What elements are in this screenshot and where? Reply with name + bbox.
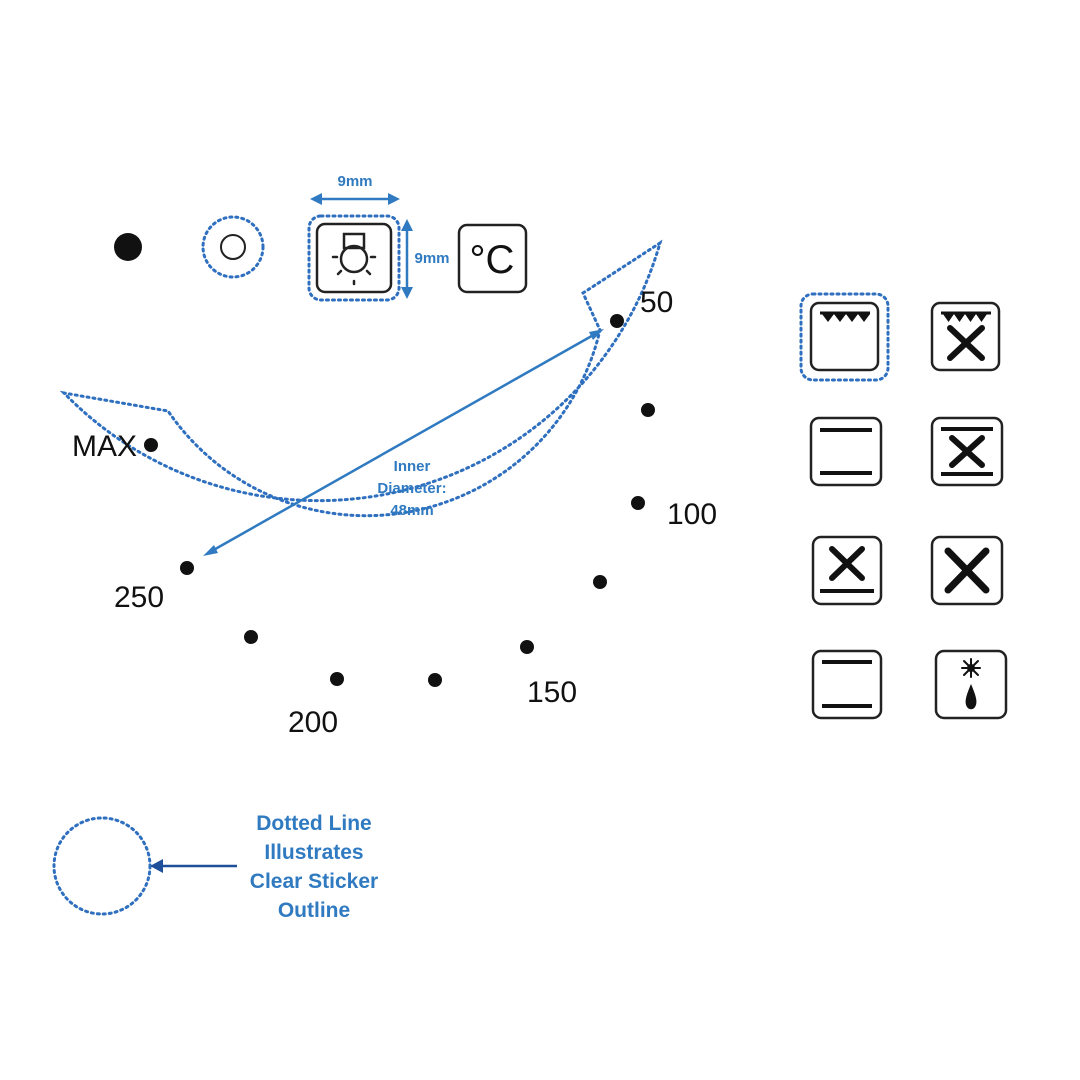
svg-text:48mm: 48mm bbox=[390, 502, 433, 519]
dial-label-max: MAX bbox=[72, 430, 137, 463]
dial-dot bbox=[631, 496, 645, 510]
svg-text:Inner: Inner bbox=[394, 458, 431, 475]
width-dimension-label: 9mm bbox=[337, 173, 372, 190]
dial-dot bbox=[180, 561, 194, 575]
svg-text:Illustrates: Illustrates bbox=[264, 841, 363, 864]
legend-arrow bbox=[150, 859, 237, 873]
dial-label-100: 100 bbox=[667, 498, 717, 531]
top-bottom-fan-icon bbox=[930, 416, 1004, 487]
celsius-icon: °C bbox=[457, 223, 528, 294]
dial-dot bbox=[428, 673, 442, 687]
dial-dot bbox=[593, 575, 607, 589]
legend-circle bbox=[52, 816, 152, 916]
dial-label-150: 150 bbox=[527, 676, 577, 709]
legend-text: Dotted Line Illustrates Clear Sticker Ou… bbox=[250, 812, 378, 922]
dial-dot bbox=[520, 640, 534, 654]
top-element-fan-icon bbox=[930, 301, 1001, 372]
top-bottom-element-icon bbox=[811, 649, 883, 720]
height-dimension-label: 9mm bbox=[414, 250, 449, 267]
svg-text:Dotted Line: Dotted Line bbox=[256, 812, 372, 835]
dial-dot bbox=[244, 630, 258, 644]
dial-labels: 50 100 150 200 250 MAX bbox=[72, 286, 717, 739]
dial-label-50: 50 bbox=[640, 286, 673, 319]
svg-text:Outline: Outline bbox=[278, 899, 350, 922]
fan-icon bbox=[930, 535, 1004, 606]
dial-dot bbox=[330, 672, 344, 686]
svg-text:Clear Sticker: Clear Sticker bbox=[250, 870, 378, 893]
dial-dots bbox=[144, 314, 655, 687]
inner-diameter-label: Inner Diameter: 48mm bbox=[377, 458, 446, 519]
dial-dot bbox=[641, 403, 655, 417]
dial-dot bbox=[610, 314, 624, 328]
height-dimension: 9mm bbox=[401, 219, 450, 299]
bottom-element-fan-icon bbox=[811, 535, 883, 606]
inner-diameter-arrow bbox=[203, 329, 604, 556]
top-element-icon bbox=[799, 292, 890, 382]
defrost-icon bbox=[934, 649, 1008, 720]
filled-dot-icon bbox=[114, 233, 142, 261]
dial-label-200: 200 bbox=[288, 706, 338, 739]
svg-text:Diameter:: Diameter: bbox=[377, 480, 446, 497]
oven-lamp-icon bbox=[307, 214, 401, 302]
width-dimension: 9mm bbox=[310, 173, 400, 205]
celsius-label: °C bbox=[470, 238, 515, 282]
dial-dot bbox=[144, 438, 158, 452]
ring-icon bbox=[201, 215, 265, 279]
top-bottom-element-icon bbox=[809, 416, 883, 487]
dial-label-250: 250 bbox=[114, 581, 164, 614]
